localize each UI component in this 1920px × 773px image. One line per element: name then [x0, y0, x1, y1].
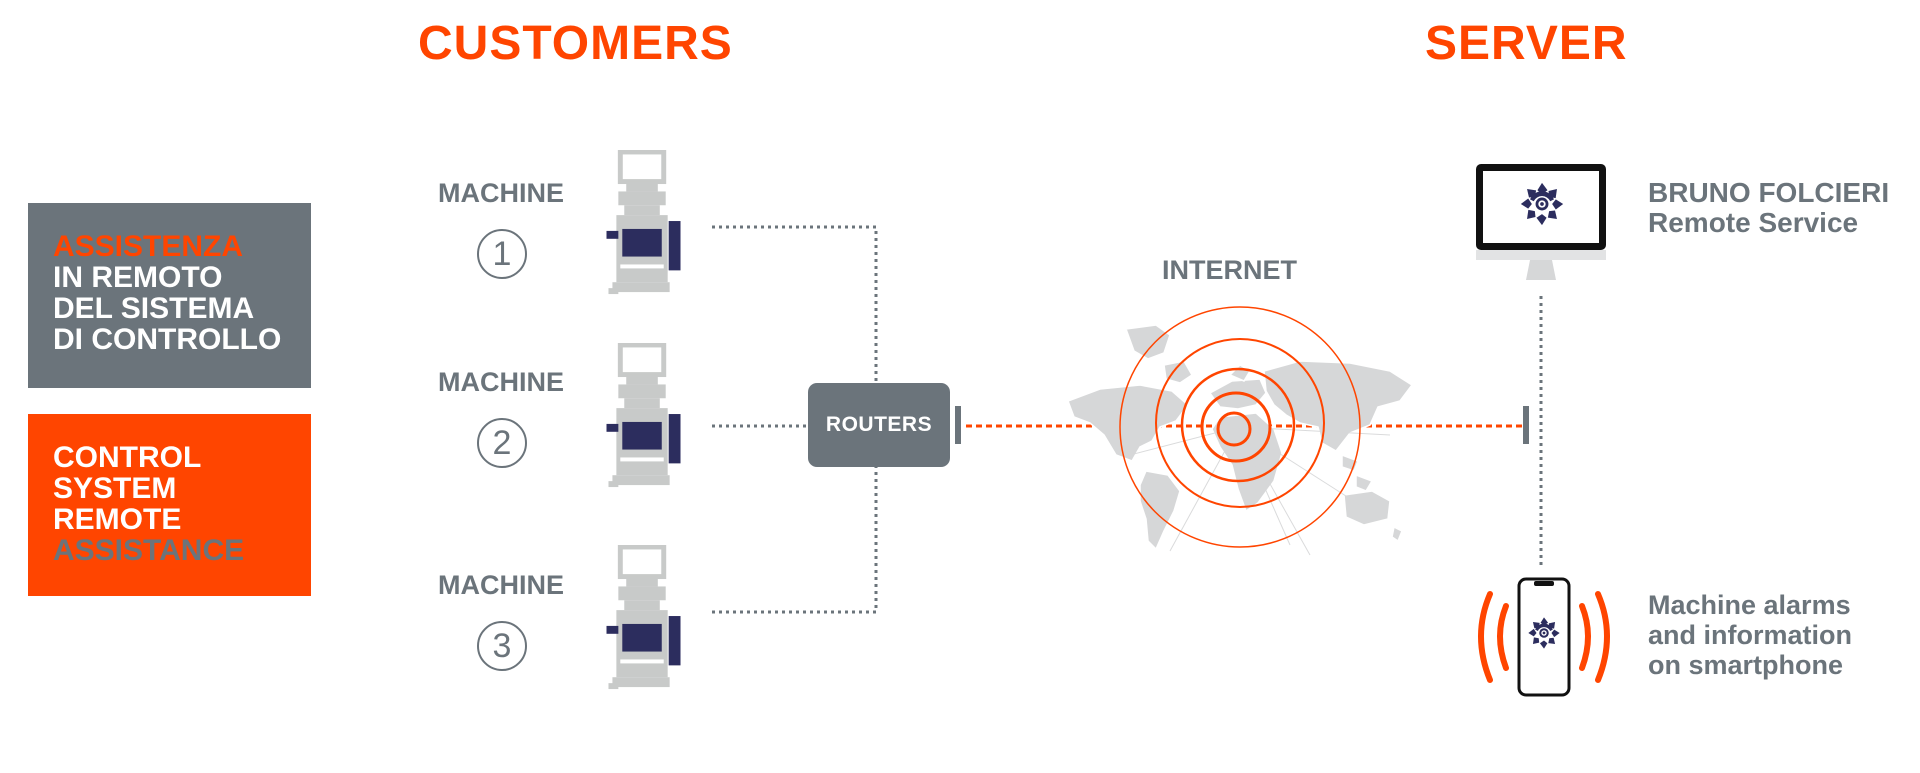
signal-waves-icon	[1478, 591, 1610, 683]
routers-box: ROUTERS	[808, 383, 950, 467]
panel-en-line3: REMOTE	[53, 503, 182, 536]
smartphone-desc-line2: and information	[1648, 620, 1852, 650]
monitor-icon	[1476, 164, 1606, 280]
panel-it-line1: ASSISTENZA	[53, 230, 244, 263]
customers-heading: CUSTOMERS	[418, 17, 733, 70]
server-description: BRUNO FOLCIERI Remote Service	[1648, 178, 1889, 238]
smartphone-description: Machine alarms and information on smartp…	[1648, 590, 1852, 680]
machine-1-icon	[602, 150, 686, 298]
globe-map-icon	[1067, 306, 1414, 556]
line-machine-3	[712, 467, 878, 614]
machine-1-label: MACHINE	[438, 178, 564, 208]
server-logo-icon	[1521, 183, 1563, 225]
panel-it-line3: DEL SISTEMA	[53, 292, 255, 325]
panel-en-line4: ASSISTANCE	[53, 534, 245, 567]
router-port	[955, 406, 961, 444]
machine-2-number: 2	[477, 418, 527, 468]
panel-en-line2: SYSTEM	[53, 472, 177, 505]
server-heading: SERVER	[1425, 17, 1628, 70]
server-desc-line1: BRUNO FOLCIERI	[1648, 177, 1890, 208]
machine-3-icon	[602, 545, 686, 693]
panel-italian: ASSISTENZA IN REMOTO DEL SISTEMA DI CONT…	[28, 203, 311, 388]
internet-label: INTERNET	[1162, 255, 1297, 285]
line-machine-1	[712, 225, 878, 383]
panel-en-line1: CONTROL	[53, 441, 202, 474]
server-port	[1523, 406, 1529, 444]
panel-english: CONTROL SYSTEM REMOTE ASSISTANCE	[28, 414, 311, 596]
smartphone-desc-line1: Machine alarms	[1648, 590, 1851, 620]
panel-it-line4: DI CONTROLLO	[53, 323, 282, 356]
machine-2-label: MACHINE	[438, 367, 564, 397]
smartphone-icon	[1478, 577, 1610, 697]
machine-1-number: 1	[477, 229, 527, 279]
server-desc-line2: Remote Service	[1648, 207, 1859, 238]
phone-logo-icon	[1528, 617, 1559, 648]
routers-label: ROUTERS	[825, 413, 933, 436]
smartphone-desc-line3: on smartphone	[1648, 650, 1844, 680]
machine-3-number: 3	[477, 621, 527, 671]
panel-it-line2: IN REMOTO	[53, 261, 223, 294]
machine-2-icon	[602, 343, 686, 491]
machine-3-label: MACHINE	[438, 570, 564, 600]
